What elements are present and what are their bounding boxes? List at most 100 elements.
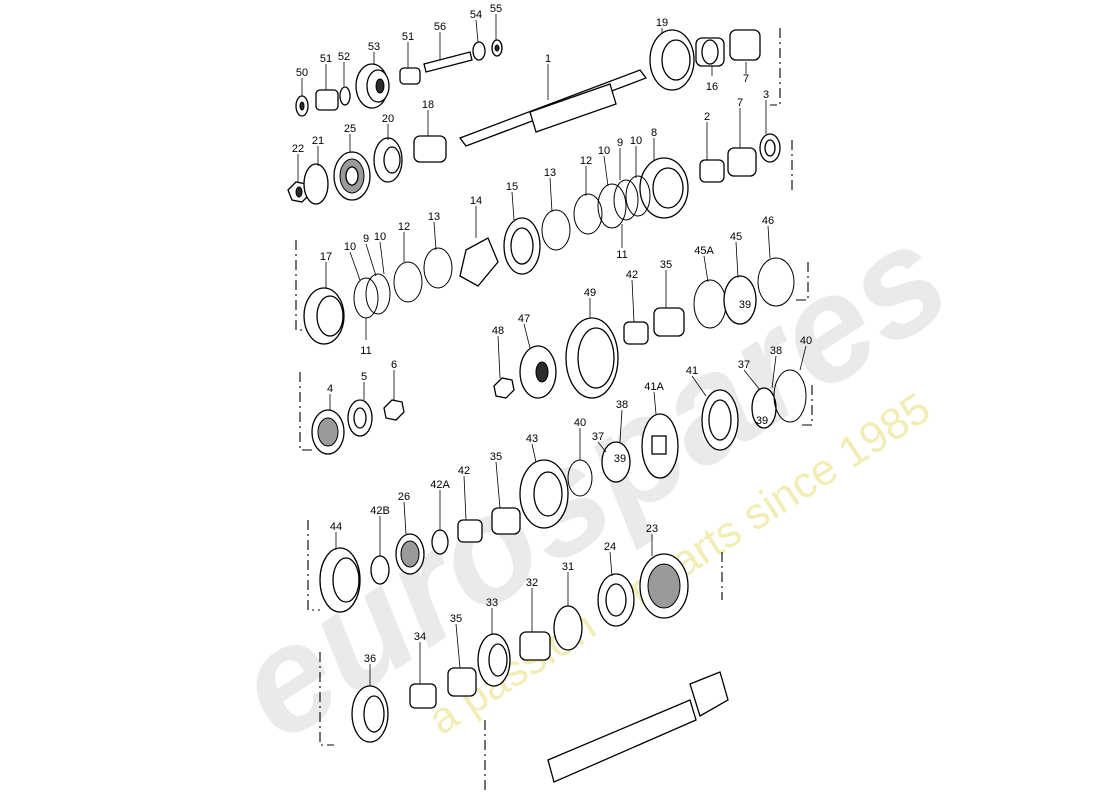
part-pinion-shaft	[547, 699, 697, 783]
callout-9-upper: 9	[617, 137, 623, 149]
callout-35-a: 35	[660, 259, 672, 271]
part-8-hub	[652, 167, 684, 209]
part-35-needle-bearing-3	[447, 667, 477, 697]
frame-group-4-right	[800, 385, 813, 426]
frame-group-2-left	[295, 240, 308, 331]
callout-37-b: 37	[592, 431, 604, 443]
callout-9-lower: 9	[363, 233, 369, 245]
part-6-nut	[383, 399, 405, 421]
row-input-shaft	[295, 29, 761, 147]
callout-56: 56	[434, 21, 446, 33]
callout-42B: 42B	[370, 505, 390, 517]
callout-36: 36	[364, 653, 376, 665]
callout-1: 1	[545, 53, 551, 65]
callout-46: 46	[762, 215, 774, 227]
part-50-hole	[299, 101, 305, 111]
callout-34: 34	[414, 631, 426, 643]
frame-group-4-left	[299, 372, 312, 451]
part-13-ring-b	[423, 247, 453, 289]
part-51-needle-bearing	[315, 89, 339, 111]
callout-41: 41	[686, 365, 698, 377]
part-14-synchro-hub	[459, 237, 499, 287]
row-second	[287, 133, 781, 345]
callout-37-a: 37	[738, 359, 750, 371]
callout-8: 8	[651, 127, 657, 139]
callout-3: 3	[763, 89, 769, 101]
part-3-hole	[764, 139, 776, 157]
callout-42-b: 42	[458, 465, 470, 477]
part-52-ring	[339, 86, 351, 106]
part-16-bore	[701, 39, 719, 65]
callout-21: 21	[312, 135, 324, 147]
part-41-bore	[708, 399, 732, 441]
part-42-sleeve	[623, 321, 649, 345]
callout-39-a: 39	[739, 299, 751, 311]
part-54-washer	[472, 41, 486, 61]
callout-39-c: 39	[756, 415, 768, 427]
callout-20: 20	[382, 113, 394, 125]
callout-19: 19	[656, 17, 668, 29]
part-43-hub	[533, 471, 563, 517]
callout-6: 6	[391, 359, 397, 371]
callout-43: 43	[526, 433, 538, 445]
callout-40-a: 40	[800, 335, 812, 347]
callout-51-a: 51	[320, 53, 332, 65]
part-48-nut	[493, 377, 515, 399]
callout-13-upper: 13	[544, 167, 556, 179]
callout-53: 53	[368, 41, 380, 53]
part-33-hub	[488, 643, 508, 677]
part-18-sleeve	[413, 135, 447, 163]
callout-35-c: 35	[450, 613, 462, 625]
callout-11-upper: 11	[616, 249, 627, 261]
callout-32: 32	[526, 577, 538, 589]
callout-41A: 41A	[644, 381, 664, 393]
part-37-plate-b	[601, 441, 631, 483]
part-9-ring-b	[365, 273, 391, 315]
part-12-snap-ring-b	[393, 261, 423, 303]
part-41A-bore	[651, 435, 667, 455]
callout-25: 25	[344, 123, 356, 135]
callout-16: 16	[706, 81, 718, 93]
frame-group-1-right	[770, 28, 781, 106]
part-7-needle-bearing-2	[727, 147, 757, 177]
callout-4: 4	[327, 383, 333, 395]
part-19-hub	[661, 39, 691, 81]
part-35-needle-bearing-2	[491, 507, 521, 535]
callout-45: 45	[730, 231, 742, 243]
callout-15: 15	[506, 181, 518, 193]
callout-10-c: 10	[344, 241, 356, 253]
part-2-sleeve	[699, 159, 725, 183]
part-13-ring	[541, 209, 571, 251]
row-third	[311, 257, 795, 455]
row-fourth	[319, 369, 807, 613]
group-frames	[295, 28, 813, 790]
callout-18: 18	[422, 99, 434, 111]
part-55-hole	[494, 44, 500, 52]
part-35-needle-bearing	[653, 307, 685, 337]
callout-26: 26	[398, 491, 410, 503]
part-4-race	[317, 417, 339, 447]
part-7-needle-bearing	[729, 29, 761, 61]
part-42B-washer	[370, 555, 390, 585]
part-47-bore	[535, 361, 549, 383]
part-32-sleeve	[519, 631, 551, 661]
callout-38-a: 38	[770, 345, 782, 357]
part-53-bore	[375, 78, 385, 94]
part-49-hub	[577, 327, 615, 389]
part-42-sleeve-2	[457, 519, 483, 543]
row-fifth	[351, 553, 729, 783]
callout-52: 52	[338, 51, 350, 63]
part-24-bore	[605, 583, 627, 617]
callout-42A: 42A	[430, 479, 450, 491]
part-22-hole	[295, 186, 303, 198]
callout-10-d: 10	[374, 231, 386, 243]
callout-2: 2	[704, 111, 710, 123]
part-51-needle-bearing-2	[399, 67, 421, 85]
callout-12-lower: 12	[398, 221, 410, 233]
callout-33: 33	[486, 597, 498, 609]
callout-50: 50	[296, 67, 308, 79]
frame-group-5-left	[307, 520, 320, 611]
callout-35-b: 35	[490, 451, 502, 463]
part-20-hub	[383, 146, 401, 174]
